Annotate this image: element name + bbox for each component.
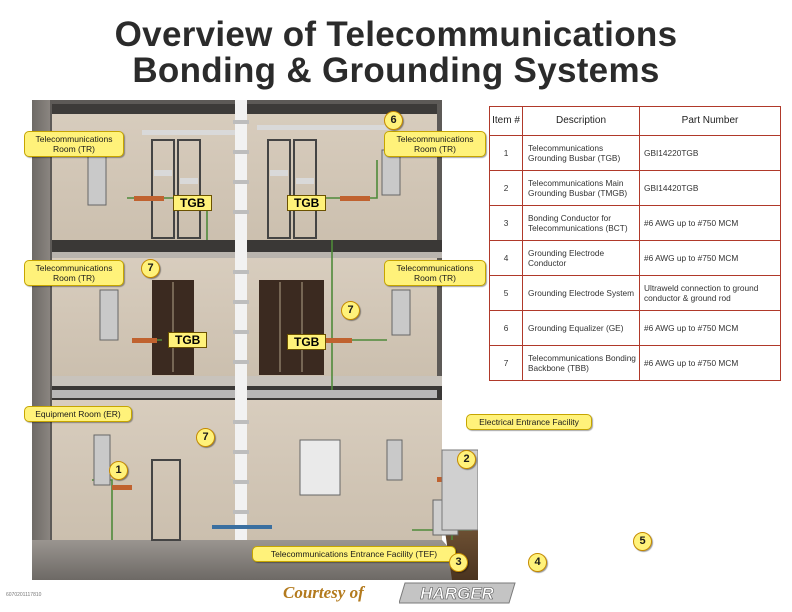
building-illustration bbox=[32, 100, 478, 580]
courtesy-text: Courtesy of bbox=[283, 583, 364, 602]
header-item: Item # bbox=[489, 106, 523, 136]
label-tr-mid-left-line2: Room (TR) bbox=[52, 273, 96, 283]
cell-description: Grounding Electrode Conductor bbox=[522, 240, 640, 276]
label-tr-mid-left-line1: Telecommunications bbox=[35, 263, 113, 273]
cell-item: 5 bbox=[489, 275, 523, 311]
label-electrical-entrance: Electrical Entrance Facility bbox=[466, 414, 592, 430]
cell-part: #6 AWG up to #750 MCM bbox=[639, 310, 781, 346]
cell-item: 7 bbox=[489, 345, 523, 381]
table-row: 3 Bonding Conductor for Telecommunicatio… bbox=[489, 205, 781, 241]
cell-item: 3 bbox=[489, 205, 523, 241]
label-tr-mid-right: Telecommunications Room (TR) bbox=[384, 260, 486, 286]
cell-item: 6 bbox=[489, 310, 523, 346]
cell-part: GBI14420TGB bbox=[639, 170, 781, 206]
parts-table: Item # Description Part Number 1 Telecom… bbox=[489, 106, 781, 381]
harger-logo: HARGER bbox=[399, 582, 516, 604]
tgb-tag-top-right: TGB bbox=[287, 195, 327, 211]
table-row: 6 Grounding Equalizer (GE) #6 AWG up to … bbox=[489, 310, 781, 346]
cell-description: Telecommunications Bonding Backbone (TBB… bbox=[522, 345, 640, 381]
marker-7-lower: 7 bbox=[196, 428, 215, 447]
table-row: 5 Grounding Electrode System Ultraweld c… bbox=[489, 275, 781, 311]
cell-part: #6 AWG up to #750 MCM bbox=[639, 205, 781, 241]
document-code: 6070201117810 bbox=[6, 592, 42, 598]
label-tr-top-right-line1: Telecommunications bbox=[396, 134, 474, 144]
cell-item: 4 bbox=[489, 240, 523, 276]
cell-description: Grounding Electrode System bbox=[522, 275, 640, 311]
logo-text: HARGER bbox=[420, 584, 494, 603]
cell-description: Telecommunications Grounding Busbar (TGB… bbox=[522, 135, 640, 171]
label-tef: Telecommunications Entrance Facility (TE… bbox=[252, 546, 456, 562]
label-tr-mid-left: Telecommunications Room (TR) bbox=[24, 260, 124, 286]
label-tr-top-left-line2: Room (TR) bbox=[52, 144, 96, 154]
table-row: 1 Telecommunications Grounding Busbar (T… bbox=[489, 135, 781, 171]
cell-part: #6 AWG up to #750 MCM bbox=[639, 240, 781, 276]
marker-2: 2 bbox=[457, 450, 476, 469]
cell-description: Telecommunications Main Grounding Busbar… bbox=[522, 170, 640, 206]
cell-item: 1 bbox=[489, 135, 523, 171]
marker-1: 1 bbox=[109, 461, 128, 480]
title-line-2: Bonding & Grounding Systems bbox=[132, 51, 660, 90]
header-description: Description bbox=[522, 106, 640, 136]
tgb-tag-mid-left: TGB bbox=[168, 332, 208, 348]
marker-5: 5 bbox=[633, 532, 652, 551]
label-tr-mid-right-line1: Telecommunications bbox=[396, 263, 474, 273]
marker-4: 4 bbox=[528, 553, 547, 572]
table-row: 7 Telecommunications Bonding Backbone (T… bbox=[489, 345, 781, 381]
label-tr-top-left-line1: Telecommunications bbox=[35, 134, 113, 144]
cell-description: Bonding Conductor for Telecommunications… bbox=[522, 205, 640, 241]
marker-7-upper: 7 bbox=[141, 259, 160, 278]
cell-part: #6 AWG up to #750 MCM bbox=[639, 345, 781, 381]
label-tr-top-left: Telecommunications Room (TR) bbox=[24, 131, 124, 157]
label-tr-top-right-line2: Room (TR) bbox=[413, 144, 457, 154]
tgb-tag-mid-right: TGB bbox=[287, 334, 327, 350]
marker-6: 6 bbox=[384, 111, 403, 130]
cell-item: 2 bbox=[489, 170, 523, 206]
label-tr-mid-right-line2: Room (TR) bbox=[413, 273, 457, 283]
title-line-1: Overview of Telecommunications bbox=[114, 15, 678, 54]
table-header-row: Item # Description Part Number bbox=[489, 106, 781, 136]
label-equipment-room: Equipment Room (ER) bbox=[24, 406, 132, 422]
cell-part: GBI14220TGB bbox=[639, 135, 781, 171]
cell-part: Ultraweld connection to ground conductor… bbox=[639, 275, 781, 311]
table-row: 2 Telecommunications Main Grounding Busb… bbox=[489, 170, 781, 206]
marker-3: 3 bbox=[449, 553, 468, 572]
marker-7-middle: 7 bbox=[341, 301, 360, 320]
table-row: 4 Grounding Electrode Conductor #6 AWG u… bbox=[489, 240, 781, 276]
cell-description: Grounding Equalizer (GE) bbox=[522, 310, 640, 346]
header-part-number: Part Number bbox=[639, 106, 781, 136]
tgb-tag-top-left: TGB bbox=[173, 195, 213, 211]
label-tr-top-right: Telecommunications Room (TR) bbox=[384, 131, 486, 157]
